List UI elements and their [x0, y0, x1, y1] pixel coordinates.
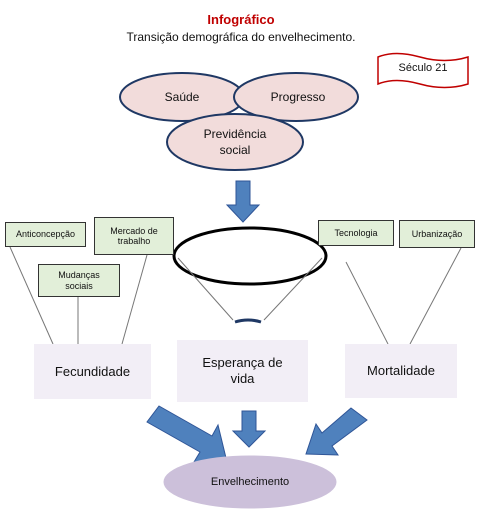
page-title: Infográfico [207, 12, 275, 27]
anticoncepcao-box: Anticoncepção [5, 222, 86, 247]
mercado-box: Mercado de trabalho [94, 217, 174, 255]
urbanizacao-box: Urbanização [399, 220, 475, 248]
connector-tecnologia [345, 261, 389, 345]
fecundidade-box: Fecundidade [34, 344, 151, 399]
tecnologia-box: Tecnologia [318, 220, 394, 246]
arrow-esperanca-to-result [231, 410, 267, 448]
progresso-ellipse [233, 72, 359, 122]
result-label: Envelhecimento [210, 476, 290, 488]
banner-label: Século 21 [398, 62, 448, 74]
top-down-arrow [225, 180, 261, 223]
saude-label: Saúde [164, 90, 200, 104]
connector-mercado [121, 254, 148, 345]
progresso-label: Progresso [270, 90, 326, 104]
funnel-line-left [177, 257, 234, 321]
funnel-bottom [234, 318, 262, 324]
banner-shape [377, 52, 469, 89]
previdencia-label: Previdência social [203, 127, 267, 157]
funnel-line-right [263, 257, 323, 321]
previdencia-ellipse [166, 113, 304, 171]
connector-anticoncepcao [9, 246, 54, 345]
arrow-mortalidade-to-result [305, 407, 368, 456]
esperanca-box: Esperança de vida [177, 340, 308, 402]
result-ellipse [163, 455, 337, 509]
center-ellipse [172, 226, 328, 286]
mortalidade-box: Mortalidade [345, 344, 457, 398]
connector-urbanizacao [409, 247, 462, 345]
arrow-fecundidade-to-result [146, 405, 227, 463]
page-subtitle: Transição demográfica do envelhecimento. [126, 30, 356, 44]
mudancas-box: Mudanças sociais [38, 264, 120, 297]
